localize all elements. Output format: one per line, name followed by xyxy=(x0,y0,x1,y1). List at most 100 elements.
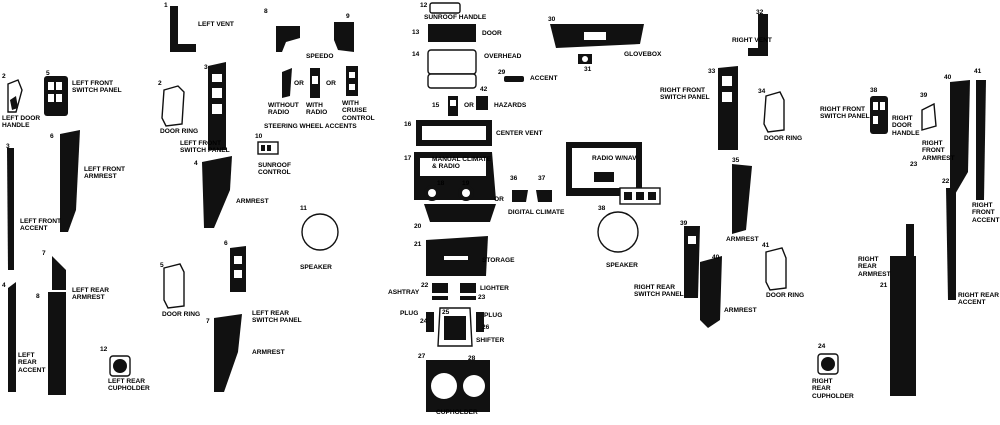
label-or-2: OR xyxy=(326,80,336,87)
digital-climate-36-part xyxy=(512,190,528,202)
steering-accent-with-radio xyxy=(310,68,320,98)
num-13: 13 xyxy=(412,29,420,36)
num-37: 37 xyxy=(538,175,546,182)
label-manual-climate-radio: MANUAL CLIMATE & RADIO xyxy=(432,156,492,171)
num-3b: 3 xyxy=(6,143,10,150)
num-25: 25 xyxy=(442,309,450,316)
speaker-right-part xyxy=(597,211,639,253)
armrest-front-part xyxy=(202,156,232,228)
armrest-rear-part xyxy=(214,314,242,392)
label-sunroof-handle: SUNROOF HANDLE xyxy=(424,14,487,21)
num-21a: 21 xyxy=(414,241,422,248)
label-lighter: LIGHTER xyxy=(480,285,509,292)
speedo-left-part xyxy=(276,26,300,52)
left-rear-armrest-part xyxy=(52,256,66,290)
label-cupholder: CUPHOLDER xyxy=(436,409,478,416)
left-front-accent-part xyxy=(7,148,14,270)
speedo-right-part xyxy=(334,22,354,52)
label-with-radio: WITH RADIO xyxy=(306,102,328,117)
plug-left-part xyxy=(426,312,434,332)
hazards-part xyxy=(476,96,488,110)
label-overhead: OVERHEAD xyxy=(484,53,522,60)
label-sunroof-control: SUNROOF CONTROL xyxy=(258,162,291,177)
ashtray-lower-part xyxy=(432,296,448,300)
num-31: 31 xyxy=(584,66,592,73)
num-19: 19 xyxy=(462,180,470,187)
right-rear-cupholder-part xyxy=(817,353,839,375)
label-right-front-switch-panel: RIGHT FRONT SWITCH PANEL xyxy=(660,87,710,102)
num-2a: 2 xyxy=(2,73,6,80)
num-32: 32 xyxy=(756,9,764,16)
num-38b: 38 xyxy=(870,87,878,94)
num-12a: 12 xyxy=(420,2,428,9)
digital-climate-37-part xyxy=(536,190,552,202)
num-22a: 22 xyxy=(421,282,429,289)
part-31 xyxy=(578,54,592,64)
num-41a: 41 xyxy=(762,242,770,249)
num-4b: 4 xyxy=(2,282,6,289)
left-rear-accent-part xyxy=(8,282,16,392)
label-armrest-right-front: ARMREST xyxy=(726,236,759,243)
num-39a: 39 xyxy=(680,220,688,227)
num-26: 26 xyxy=(482,324,490,331)
num-30: 30 xyxy=(548,16,556,23)
label-right-front-accent: RIGHT FRONT ACCENT xyxy=(972,202,1000,224)
num-8-left: 8 xyxy=(36,293,40,300)
label-right-rear-cupholder: RIGHT REAR CUPHOLDER xyxy=(812,378,854,400)
radio-nav-lower-part xyxy=(619,187,661,205)
num-15: 15 xyxy=(432,102,440,109)
center-vent-part xyxy=(416,120,492,146)
num-29: 29 xyxy=(498,69,506,76)
door-ring-right-rear-part xyxy=(765,247,787,291)
sunroof-handle-part xyxy=(429,2,461,14)
sunroof-control-part xyxy=(257,141,279,155)
right-rear-switch-panel-part xyxy=(684,226,700,298)
storage-part xyxy=(426,236,488,276)
num-10: 10 xyxy=(255,133,263,140)
label-left-front-switch-panel-3: LEFT FRONT SWITCH PANEL xyxy=(180,140,230,155)
label-plug-left: PLUG xyxy=(400,310,419,317)
right-vent-part xyxy=(748,14,768,56)
left-rear-cupholder-part xyxy=(109,355,131,377)
label-center-vent: CENTER VENT xyxy=(496,130,543,137)
label-right-front-armrest: RIGHT FRONT ARMREST xyxy=(922,140,955,162)
label-left-rear-switch-panel: LEFT REAR SWITCH PANEL xyxy=(252,310,302,325)
right-front-accent-part xyxy=(976,80,986,200)
num-42: 42 xyxy=(480,86,488,93)
overhead-part xyxy=(427,49,477,89)
right-front-switch-panel-33 xyxy=(718,66,738,150)
label-left-rear-accent: LEFT REAR ACCENT xyxy=(18,352,46,374)
left-front-switch-panel-5 xyxy=(44,76,68,116)
label-with-cruise-control: WITH CRUISE CONTROL xyxy=(342,100,375,122)
label-storage: STORAGE xyxy=(482,257,515,264)
num-23b: 23 xyxy=(910,161,918,168)
right-front-switch-panel-38 xyxy=(870,96,888,134)
num-20: 20 xyxy=(414,223,422,230)
steering-accent-without-radio xyxy=(282,68,292,98)
right-door-handle-part xyxy=(921,102,937,131)
num-40b: 40 xyxy=(944,74,952,81)
label-speaker-right: SPEAKER xyxy=(606,262,638,269)
label-or-3: OR xyxy=(464,102,474,109)
shifter-part xyxy=(437,307,473,347)
num-5b: 5 xyxy=(160,262,164,269)
num-17: 17 xyxy=(404,155,412,162)
label-right-rear-switch-panel: RIGHT REAR SWITCH PANEL xyxy=(634,284,684,299)
label-ashtray: ASHTRAY xyxy=(388,289,420,296)
num-14: 14 xyxy=(412,51,420,58)
num-21c: 21 xyxy=(880,282,888,289)
label-speedo: SPEEDO xyxy=(306,53,334,60)
label-without-radio: WITHOUT RADIO xyxy=(268,102,299,117)
num-24b: 24 xyxy=(818,343,826,350)
num-8: 8 xyxy=(264,8,268,15)
label-or-1: OR xyxy=(294,80,304,87)
num-12b: 12 xyxy=(100,346,108,353)
label-door-ring-front: DOOR RING xyxy=(160,128,199,135)
num-6b: 6 xyxy=(224,240,228,247)
label-right-vent: RIGHT VENT xyxy=(732,37,772,44)
label-plug-right: PLUG xyxy=(484,312,503,319)
label-digital-climate: DIGITAL CLIMATE xyxy=(508,209,565,216)
num-1: 1 xyxy=(164,2,168,9)
right-rear-accent-part xyxy=(946,188,956,300)
